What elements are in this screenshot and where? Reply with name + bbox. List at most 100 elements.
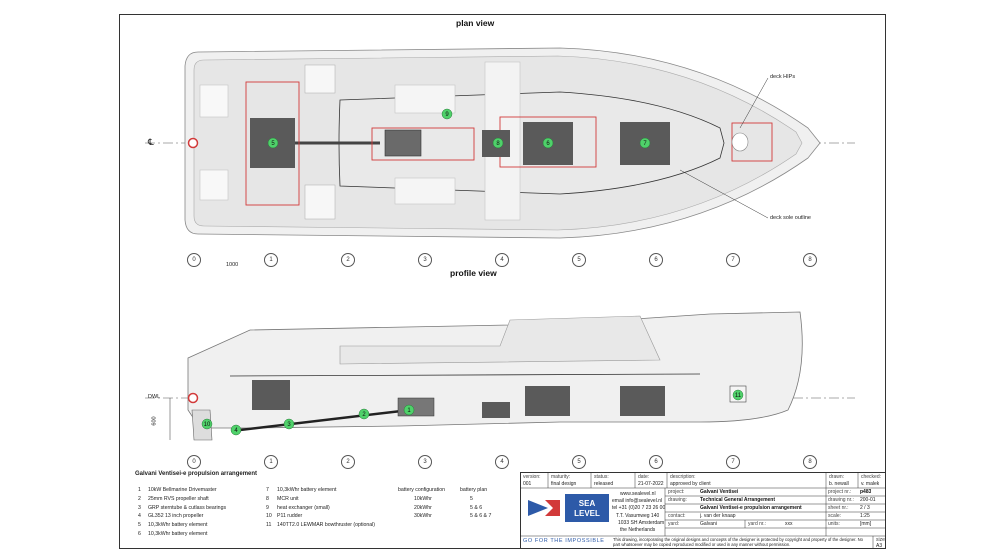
deck-sole-leader: [679, 169, 769, 219]
marker-9-label: 9: [445, 112, 449, 118]
marker-11-label: 11: [735, 393, 742, 399]
battery-config-plan: 5 & 6 & 7: [470, 513, 492, 520]
legend-item-text: heat exchanger (small): [277, 504, 330, 511]
legend-item-text: 10,3kWhr battery element: [148, 531, 208, 537]
marker-7: [639, 137, 651, 149]
title-block-sheetnr-k: sheet nr.:: [828, 505, 849, 511]
scale-bar-label: 1000: [226, 262, 239, 268]
plan-view-title: plan view: [456, 18, 495, 28]
title-block-website: www.sealevel.nl: [620, 491, 656, 497]
deck-hip: [731, 132, 749, 152]
legend-item-number: 11: [266, 522, 272, 529]
profile-station-3: 3: [418, 455, 432, 469]
title-block-scale-v: 1:25: [860, 513, 870, 519]
profile-station-7: 7: [726, 455, 740, 469]
marker-4: [230, 424, 242, 436]
dwl-label: DWL: [148, 394, 161, 400]
battery-7-profile: [620, 386, 665, 416]
marker-1-label: 1: [407, 408, 411, 414]
title-block-slogan: GO FOR THE IMPOSSIBLE: [523, 538, 605, 544]
title-block-project-k: project:: [668, 489, 685, 495]
seat-block: [394, 177, 456, 205]
title-block-yard-v: Galvani: [700, 521, 717, 527]
profile-station-2: 2: [341, 455, 355, 469]
legend-item-number: 1: [138, 487, 141, 493]
battery-config-capacity: 10kWhr: [414, 495, 432, 502]
legend-item-text: 25mm RVS propeller shaft: [148, 495, 209, 502]
title-block-addr1: T.T. Vasumweg 140: [616, 513, 660, 519]
title-block-sheetnr-v: 2 / 3: [860, 505, 870, 511]
title-block-phone: tel +31 (0)20 7 23 26 00: [612, 505, 666, 511]
battery-5-frame: [245, 81, 300, 206]
title-block-drawn-v: b. newall: [829, 481, 849, 487]
plan-station-3: 3: [418, 253, 432, 267]
profile-station-0: 0: [187, 455, 201, 469]
marker-5-label: 5: [271, 141, 275, 147]
battery-config-capacity: 20kWhr: [414, 504, 432, 511]
legend-item-text: 10,3kWhr battery element: [148, 522, 208, 529]
title-block-drawing-k: drawing:: [668, 497, 687, 503]
legend-item-text: MCR unit: [277, 495, 299, 502]
marker-7-label: 7: [643, 141, 647, 147]
legend-item-text: 10,3kWhr battery element: [277, 487, 337, 493]
deck-line: [229, 373, 701, 377]
battery-config-plan: 5: [470, 495, 473, 502]
legend-item-text: GL352 13 inch propeller: [148, 513, 204, 520]
marker-6-label: 6: [546, 141, 550, 147]
legend-item-number: 7: [266, 487, 269, 493]
profile-view-drawing: [145, 311, 855, 441]
plan-station-7: 7: [726, 253, 740, 267]
seat-block: [199, 84, 229, 118]
seat-block: [394, 84, 456, 114]
title-block-drawingnr-v: 200-01: [860, 497, 876, 503]
legend-item-number: 10: [266, 513, 272, 520]
mcr-unit-profile: [482, 402, 510, 418]
logo-level: LEVEL: [574, 509, 600, 518]
plan-station-5: 5: [572, 253, 586, 267]
title-block-addr2: 1033 SH Amsterdam: [618, 520, 665, 526]
deck-hips-label: deck HIPs: [770, 74, 796, 80]
logo-wordmark-bg: [565, 494, 609, 522]
legend-item-number: 9: [266, 504, 269, 511]
title-block-version-v: 001: [523, 481, 532, 487]
deck-hips-leader: [739, 77, 769, 129]
profile-station-1: 1: [264, 455, 278, 469]
title-block-drawing-v: Technical General Arrangement: [700, 497, 776, 503]
title-block-date-v: 21-07-2022: [638, 481, 664, 487]
marker-3-label: 3: [287, 422, 291, 428]
title-block-description-v: approved by client: [670, 481, 711, 487]
marker-2-label: 2: [362, 412, 366, 418]
profile-station-5: 5: [572, 455, 586, 469]
legend-item-text: 140TT2.0 LEWMAR bowthruster (optional): [277, 522, 376, 529]
marker-11: [732, 389, 744, 401]
title-block-checked-k: checked:: [861, 474, 882, 480]
title-block-contact-v: j. van der knaap: [700, 513, 736, 519]
title-block-status-k: status:: [594, 474, 609, 480]
title-block-drawingnr-k: drawing nr.:: [828, 497, 854, 503]
marker-2: [358, 408, 370, 420]
rudder-pivot: [187, 392, 199, 404]
battery-5-profile: [252, 380, 290, 410]
title-block-projectnr-k: project nr.:: [828, 489, 852, 495]
battery-plan-header: battery plan: [460, 487, 488, 493]
plan-station-2: 2: [341, 253, 355, 267]
title-block-scale-k: scale:: [828, 513, 842, 519]
title-block-addr3: the Netherlands: [620, 527, 656, 533]
title-block-yardnr-v: xxx: [785, 521, 793, 527]
marker-10-label: 10: [204, 422, 211, 428]
legend-item-number: 8: [266, 495, 269, 502]
title-block-units-k: units:: [828, 521, 840, 527]
superstructure: [339, 315, 661, 365]
profile-station-8: 8: [803, 455, 817, 469]
marker-5: [267, 137, 279, 149]
seat-block: [304, 184, 336, 220]
title-block-date-k: date:: [638, 474, 650, 480]
logo-sea: SEA: [579, 499, 596, 508]
title-block-maturity-k: maturity:: [551, 474, 571, 480]
legend-item-number: 4: [138, 513, 141, 520]
legend-item-number: 6: [138, 531, 141, 537]
battery-6-profile: [525, 386, 570, 416]
